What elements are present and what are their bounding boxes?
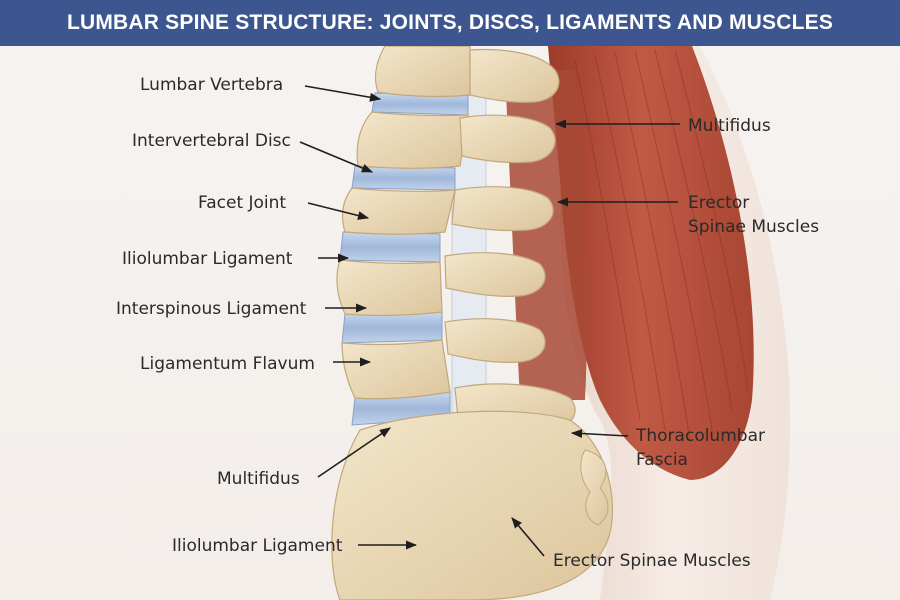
leader-intervertebral-disc xyxy=(299,141,374,173)
label-iliolumbar-ligament-lower: Iliolumbar Ligament xyxy=(172,536,343,556)
coccyx xyxy=(580,449,609,526)
label-erector-spinae-bottom: Erector Spinae Muscles xyxy=(553,551,751,571)
title-banner: LUMBAR SPINE STRUCTURE: JOINTS, DISCS, L… xyxy=(0,0,900,46)
label-ligamentum-flavum: Ligamentum Flavum xyxy=(140,354,315,374)
label-intervertebral-disc: Intervertebral Disc xyxy=(132,131,291,151)
label-thoracolumbar-line2: Fascia xyxy=(636,450,688,470)
leader-facet-joint xyxy=(307,202,370,220)
label-multifidus-lower: Multifidus xyxy=(217,469,300,489)
label-iliolumbar-ligament-upper: Iliolumbar Ligament xyxy=(122,249,293,269)
label-thoracolumbar-line1: Thoracolumbar xyxy=(636,426,765,446)
label-multifidus-right: Multifidus xyxy=(688,116,771,136)
page-title: LUMBAR SPINE STRUCTURE: JOINTS, DISCS, L… xyxy=(66,11,834,34)
leader-lines xyxy=(299,85,680,557)
leader-multifidus-lower xyxy=(317,427,391,478)
label-facet-joint: Facet Joint xyxy=(198,193,287,213)
leader-erector-bottom xyxy=(511,517,545,557)
label-interspinous-ligament: Interspinous Ligament xyxy=(116,299,307,319)
leader-lumbar-vertebra xyxy=(304,85,382,102)
vertebral-bodies xyxy=(336,45,471,400)
label-erector-spinae-line1: Erector xyxy=(688,193,750,213)
label-erector-spinae-line2: Spinae Muscles xyxy=(688,217,820,237)
leader-thoracolumbar xyxy=(570,429,629,439)
erector-spinae-muscle xyxy=(548,46,754,480)
label-lumbar-vertebra: Lumbar Vertebra xyxy=(140,75,284,95)
muscle-fibres xyxy=(574,49,749,441)
